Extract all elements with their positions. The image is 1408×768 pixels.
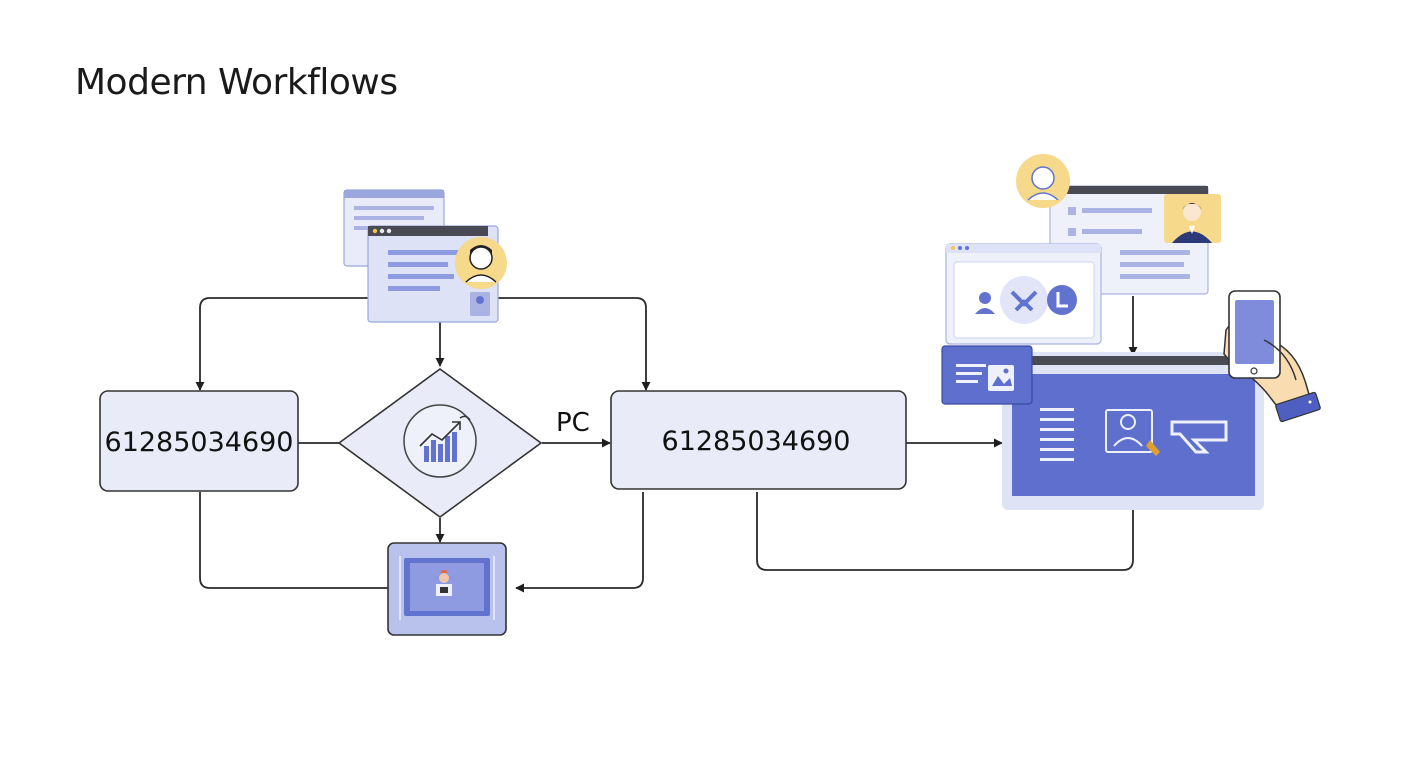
right-box[interactable]: 61285034690 [610, 390, 907, 490]
left-box[interactable]: 61285034690 [99, 390, 299, 492]
connectors [195, 296, 1138, 593]
user-avatar-icon [455, 237, 507, 289]
edge-loop-right-to-app [756, 492, 1134, 571]
presenter-screen-icon[interactable] [387, 542, 507, 636]
growth-chart-icon [403, 404, 477, 478]
media-card-icon [941, 345, 1033, 405]
left-box-label: 61285034690 [105, 427, 294, 458]
edge-top-to-left [195, 297, 368, 391]
right-box-label: 61285034690 [662, 426, 851, 457]
user-portrait-icon [1164, 194, 1221, 243]
edge-label-pc: PC [556, 408, 590, 438]
top-window-stack [343, 189, 499, 323]
edge-top-to-right [498, 297, 651, 391]
contacts-window [945, 243, 1102, 345]
edge-right-to-bottom [515, 492, 644, 593]
page-title: Modern Workflows [75, 62, 398, 103]
application-dashboard-icon[interactable] [1002, 352, 1264, 510]
user-avatar-top-icon [1016, 154, 1070, 208]
smartphone-in-hand-icon [1223, 290, 1321, 423]
edge-left-to-bottom [199, 492, 388, 589]
